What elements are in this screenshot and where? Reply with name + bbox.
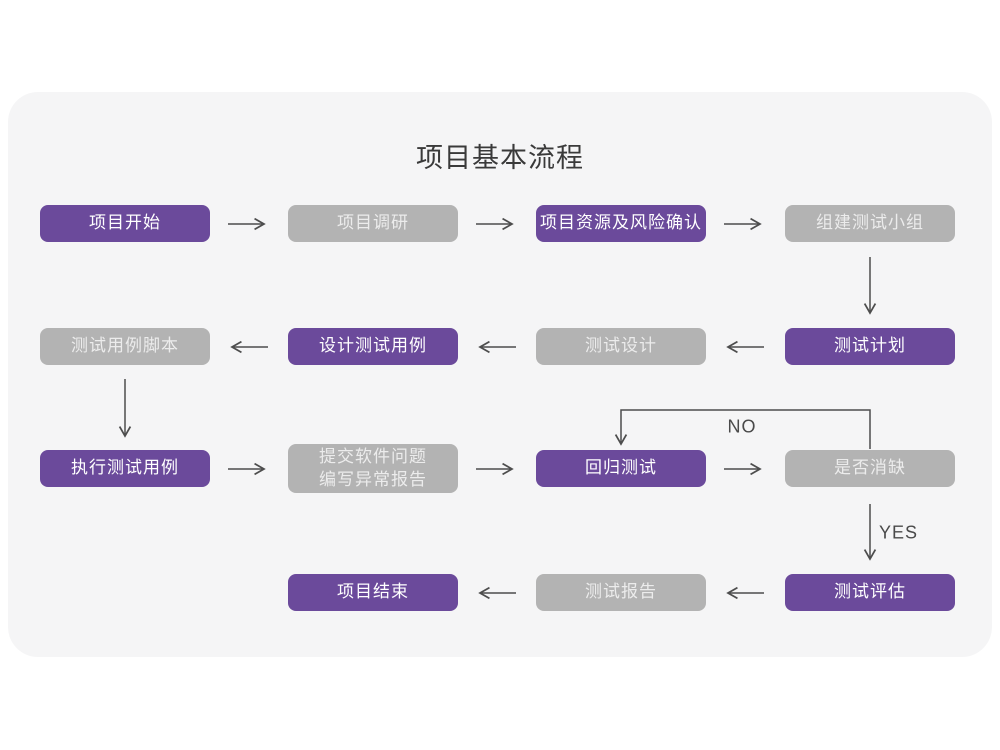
flow-node-resources-risk-confirm: 项目资源及风险确认: [536, 205, 706, 242]
flow-node-test-case-scripts: 测试用例脚本: [40, 328, 210, 365]
flow-node-test-plan: 测试计划: [785, 328, 955, 365]
flow-node-design-test-cases: 设计测试用例: [288, 328, 458, 365]
flowchart-card: [8, 92, 992, 657]
flow-node-project-end: 项目结束: [288, 574, 458, 611]
flow-node-project-start: 项目开始: [40, 205, 210, 242]
flow-node-project-research: 项目调研: [288, 205, 458, 242]
yes-branch-label: YES: [879, 522, 919, 543]
flow-node-defect-cleared: 是否消缺: [785, 450, 955, 487]
no-branch-label: NO: [727, 416, 757, 437]
flow-node-regression-test: 回归测试: [536, 450, 706, 487]
page-title: 项目基本流程: [416, 143, 584, 173]
flow-node-test-report: 测试报告: [536, 574, 706, 611]
flow-node-submit-issues-report: 提交软件问题 编写异常报告: [288, 444, 458, 493]
flow-node-test-evaluation: 测试评估: [785, 574, 955, 611]
flow-node-test-design: 测试设计: [536, 328, 706, 365]
flow-node-execute-test-cases: 执行测试用例: [40, 450, 210, 487]
flow-node-build-test-team: 组建测试小组: [785, 205, 955, 242]
